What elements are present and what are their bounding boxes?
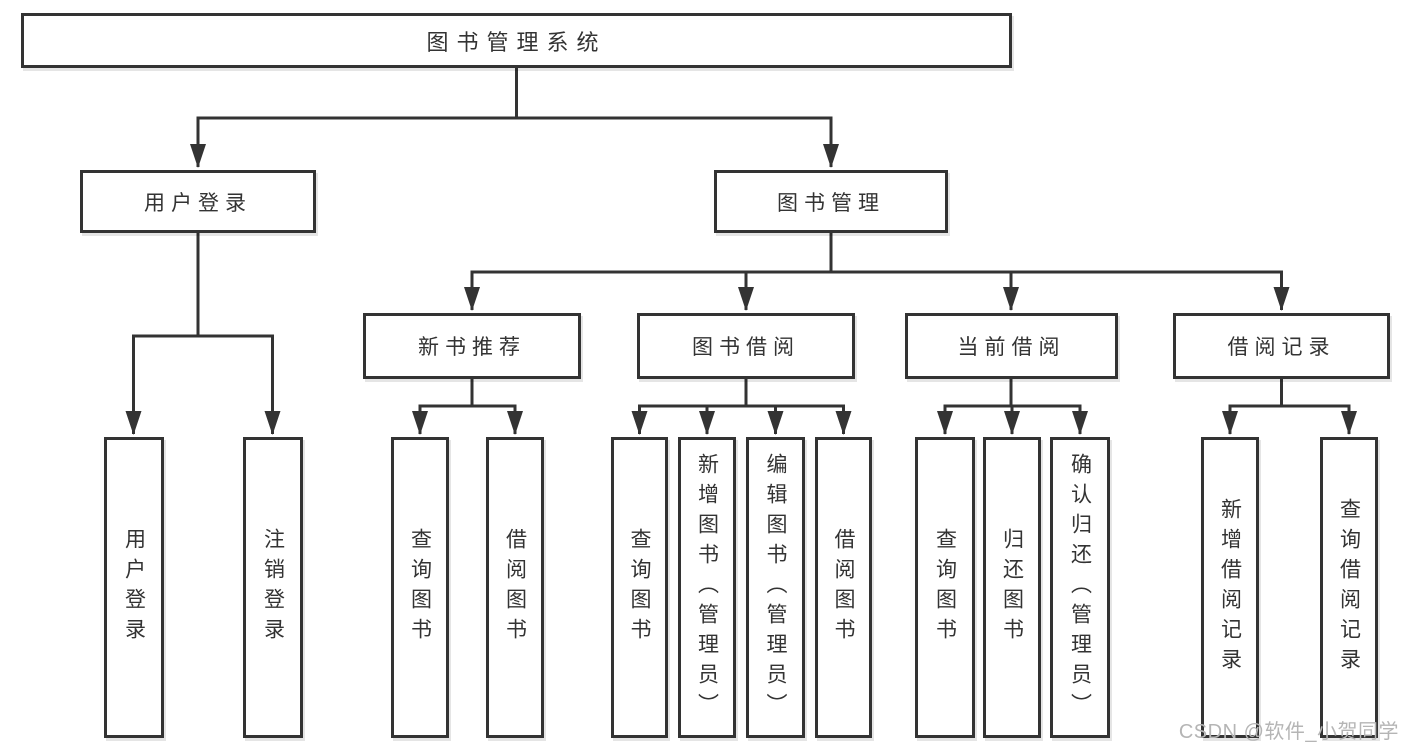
- leaf-query-books-current: 查询图书: [915, 437, 975, 738]
- leaf-query-books-borrowing: 查询图书: [611, 437, 668, 738]
- leaf-add-borrow-record: 新增借阅记录: [1201, 437, 1259, 738]
- csdn-watermark: CSDN @软件_小贺同学: [1178, 721, 1399, 743]
- leaf-confirm-return-admin: 确认归还（管理员）: [1050, 437, 1110, 738]
- node-user-login: 用户登录: [80, 170, 316, 233]
- leaf-add-books-admin: 新增图书（管理员）: [678, 437, 736, 738]
- node-borrowing-records: 借阅记录: [1173, 313, 1390, 379]
- leaf-logout: 注销登录: [243, 437, 303, 738]
- leaf-return-books: 归还图书: [983, 437, 1041, 738]
- node-library-management-system: 图书管理系统: [21, 13, 1012, 68]
- node-book-borrowing: 图书借阅: [637, 313, 855, 379]
- node-current-borrowing: 当前借阅: [905, 313, 1118, 379]
- leaf-borrow-books-borrowing: 借阅图书: [815, 437, 872, 738]
- leaf-borrow-books-recommend: 借阅图书: [486, 437, 544, 738]
- node-new-book-recommendation: 新书推荐: [363, 313, 581, 379]
- leaf-user-login: 用户登录: [104, 437, 164, 738]
- leaf-edit-books-admin: 编辑图书（管理员）: [746, 437, 805, 738]
- node-book-management: 图书管理: [714, 170, 948, 233]
- leaf-query-borrow-record: 查询借阅记录: [1320, 437, 1378, 738]
- leaf-query-books-recommend: 查询图书: [391, 437, 449, 738]
